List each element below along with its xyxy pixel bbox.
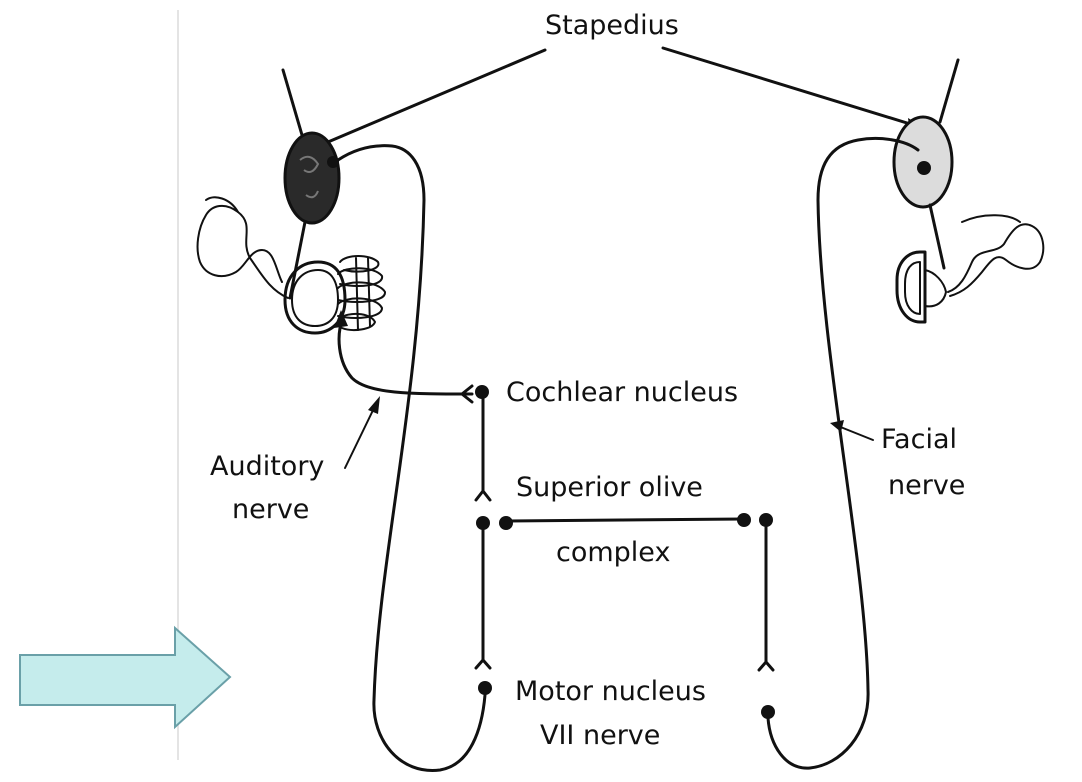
label-superior-olive-complex: complex [556, 537, 670, 569]
label-stapedius: Stapedius [545, 10, 679, 42]
left-stapedius-muscle [285, 133, 339, 223]
auditory-nerve-pointer [345, 396, 380, 468]
label-motor-nucleus: Motor nucleus [515, 676, 706, 708]
label-facial-nerve: nerve [888, 470, 965, 502]
label-cochlear-nucleus: Cochlear nucleus [506, 377, 738, 409]
right-middle-ear [894, 60, 1043, 322]
label-superior-olive: Superior olive [516, 472, 703, 504]
stapedius-pointer-lines [328, 48, 928, 142]
facial-nerve-pointer [830, 420, 873, 440]
label-auditory: Auditory [210, 451, 324, 483]
label-facial: Facial [881, 424, 957, 456]
pointer-arrow-icon [20, 628, 230, 727]
label-auditory-nerve: nerve [232, 494, 309, 526]
label-vii-nerve: VII nerve [540, 720, 660, 752]
left-middle-ear [198, 70, 385, 333]
